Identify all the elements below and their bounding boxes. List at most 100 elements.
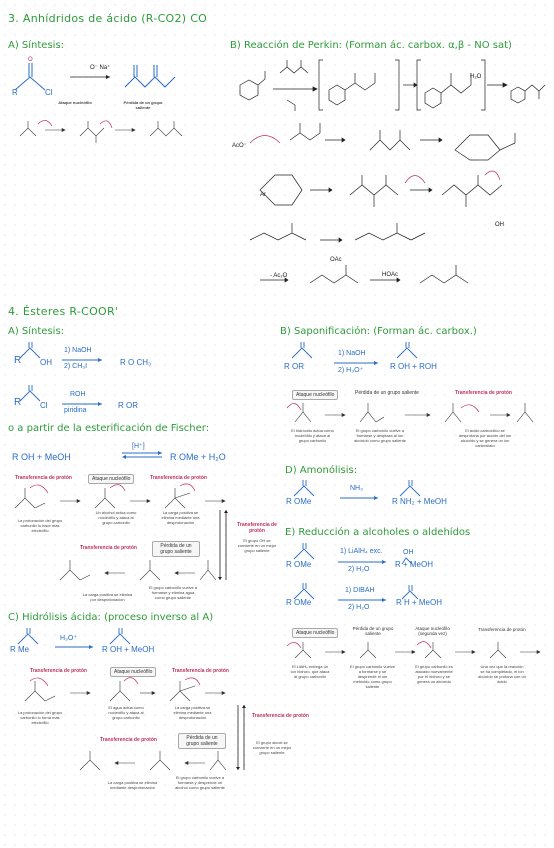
fischer-eq-left: R OH + MeOH xyxy=(12,452,71,462)
reduction-step3-pill: Ataque nucleófilo (segunda vez) xyxy=(415,626,450,636)
hydrolysis-mechanism-row-2 xyxy=(79,751,227,771)
acyl-chloride-scheme: O xyxy=(14,57,176,91)
fischer-mechanism-row-1 xyxy=(14,483,226,509)
hydrolysis-eq-left: R Me xyxy=(10,645,30,654)
fischer-step2-note: Un alcohol actúa como nucleófilo y ataca… xyxy=(95,510,137,525)
sapon-step2-note: El grupo carbonilo vuelve a formarse y d… xyxy=(354,428,406,443)
ester-eq2-reagent-top: ROH xyxy=(70,391,86,398)
ammonolysis-amide-struct xyxy=(399,480,421,497)
sapon-reagent-bottom: 2) H₃O⁺ xyxy=(338,367,364,374)
reduction-eq2-ester-struct xyxy=(293,583,315,600)
perkin-acetate-label: AcO⁻ xyxy=(232,143,247,149)
perkin-minus-ac2o: - Ac₂O xyxy=(270,273,288,279)
ester-eq1-product: R O CH₃ xyxy=(120,358,152,367)
reduction-step2-pill: Pérdida de un grupo saliente xyxy=(352,626,394,636)
fischer-step5-note: La carga positiva se elimina por desprot… xyxy=(82,592,133,602)
fischer-catalyst: [H⁺] xyxy=(132,443,145,450)
sapon-eq-right: R OH + ROH xyxy=(390,362,437,371)
fischer-vertical-arrows xyxy=(218,510,228,580)
hydrolysis-step6-pill: Pérdida de un grupo saliente xyxy=(178,733,226,749)
ester-eq1-r: R xyxy=(14,355,22,366)
acyl-cl-label: Cl xyxy=(45,88,53,97)
ester-eq2-acyl-struct xyxy=(19,385,41,402)
hydrolysis-acid-struct xyxy=(109,628,131,645)
reduction-eq1-arrow xyxy=(338,560,386,564)
fischer-step5-pill: Transferencia de protón xyxy=(80,545,137,551)
reduction-eq1-reagent-top: 1) LiAlH₄ exc. xyxy=(340,548,383,555)
fischer-step3-pill: Transferencia de protón xyxy=(150,475,207,481)
section-4b-title: B) Saponificación: (Forman ác. carbox.) xyxy=(280,326,477,337)
sapon-eq-left: R OR xyxy=(284,362,304,371)
fischer-step2-pill: Ataque nucleófilo xyxy=(88,474,135,484)
reduction-eq2-reagent-bottom: 2) H₂O xyxy=(348,604,370,611)
sapon-step3-pill: Transferencia de protón xyxy=(455,390,512,396)
perkin-ar-label: Ar xyxy=(260,192,266,198)
reduction-eq2-right: R H + MeOH xyxy=(396,598,443,607)
ammonolysis-arrow xyxy=(340,496,378,500)
step-label-leaving-group: Pérdida de un grupo saliente xyxy=(123,100,163,110)
perkin-scheme-row-1 xyxy=(239,59,546,111)
reduction-eq2-aldehyde-struct xyxy=(401,585,419,600)
fischer-equilibrium-arrow xyxy=(122,451,162,459)
hydrolysis-step5-pill: Transferencia de protón xyxy=(100,737,157,743)
perkin-water-label: H₂O xyxy=(470,74,482,80)
sapon-acid-struct xyxy=(396,342,418,359)
carboxylate-reagent: O⁻ Na⁺ xyxy=(90,65,111,71)
ester-eq1-oh: OH xyxy=(40,358,52,367)
hydrolysis-step1-note: La protonación del grupo carbonilo lo to… xyxy=(17,710,63,725)
reduction-step1-note: El LiAlH₄ entrega un ion hidruro, que at… xyxy=(290,664,330,679)
sapon-ester-struct xyxy=(291,342,313,359)
ammonolysis-reagent: NH₃ xyxy=(350,485,363,492)
hydrolysis-mechanism-row-1 xyxy=(24,677,226,702)
reduction-eq2-left: R OMe xyxy=(286,598,312,607)
reduction-step4-pill: Transferencia de protón xyxy=(478,627,526,632)
hydrolysis-step5-note: La carga positiva se elimina mediante de… xyxy=(107,780,158,790)
hydrolysis-ester-struct xyxy=(17,628,39,645)
hydrolysis-arrow xyxy=(55,645,93,649)
fischer-title: o a partir de la esterificación de Fisch… xyxy=(8,423,210,434)
hydrolysis-step2-pill: Ataque nucleófilo xyxy=(110,667,157,677)
hydrolysis-step1-pill: Transferencia de protón xyxy=(30,668,87,674)
fischer-step6-note: El grupo carbonilo vuelve a formarse y e… xyxy=(148,585,198,600)
sapon-step3-note: El ácido carboxílico se desprotona por a… xyxy=(458,428,512,448)
reduction-step4-note: Una vez que la reacción se ha completado… xyxy=(478,664,526,684)
section-4a-title: A) Síntesis: xyxy=(8,326,65,337)
ester-eq2-reagent-bottom: piridina xyxy=(64,407,87,414)
ester-eq1-acid-struct xyxy=(19,342,41,359)
hydrolysis-vertical-arrows xyxy=(236,705,246,770)
fischer-step3-note: La carga positiva se elimina mediante un… xyxy=(161,510,200,525)
perkin-mechanism xyxy=(249,123,516,284)
reduction-eq1-oh: OH xyxy=(403,549,414,556)
sapon-step1-pill: Ataque nucleófilo xyxy=(292,390,339,400)
fischer-eq-right: R OMe + H₂O xyxy=(170,452,226,462)
hydrolysis-step2-note: El agua actúa como nucleófilo y ataca al… xyxy=(108,705,144,720)
ammonolysis-ester-struct xyxy=(293,480,315,497)
reduction-eq1-right: R + MeOH xyxy=(395,560,434,569)
sapon-reagent-top: 1) NaOH xyxy=(338,350,366,357)
hydrolysis-step3-pill: Transferencia de protón xyxy=(172,668,229,674)
perkin-oh-label: OH xyxy=(495,222,504,228)
fischer-step1-pill: Transferencia de protón xyxy=(15,475,72,481)
perkin-hoac: HOAc xyxy=(382,272,399,278)
reduction-step2-note: El grupo carbonilo vuelve a formarse y s… xyxy=(350,664,395,689)
reduction-mechanism xyxy=(286,641,541,659)
step-label-nucleophilic-attack: Ataque nucleófilo xyxy=(58,100,92,105)
hydrolysis-reagent: H₃O⁺ xyxy=(60,635,78,642)
ester-eq2-arrow xyxy=(62,402,102,406)
svg-text:O: O xyxy=(28,57,33,63)
fischer-step1-note: La protonación del grupo carbonilo lo ha… xyxy=(17,518,63,533)
sapon-step1-note: El hidróxido actúa como nucleófilo y ata… xyxy=(291,428,334,443)
ester-eq1-reagent-top: 1) NaOH xyxy=(64,347,92,354)
reduction-step1-pill: Ataque nucleófilo xyxy=(292,628,339,638)
sapon-mechanism xyxy=(286,403,534,423)
hydrolysis-eq-right: R OH + MeOH xyxy=(102,645,155,654)
reduction-eq2-arrow xyxy=(338,598,386,602)
ester-eq1-arrow xyxy=(62,358,102,362)
sapon-arrow xyxy=(334,361,378,365)
reduction-eq2-reagent-top: 1) DIBAH xyxy=(345,587,375,594)
section-4d-title: D) Amonólisis: xyxy=(285,465,358,476)
ammonolysis-eq-left: R OMe xyxy=(286,497,312,506)
section-4-title: 4. Ésteres R-COOR' xyxy=(8,305,119,318)
perkin-oac-label: OAc xyxy=(330,257,342,263)
reduction-eq1-ester-struct xyxy=(293,543,315,560)
